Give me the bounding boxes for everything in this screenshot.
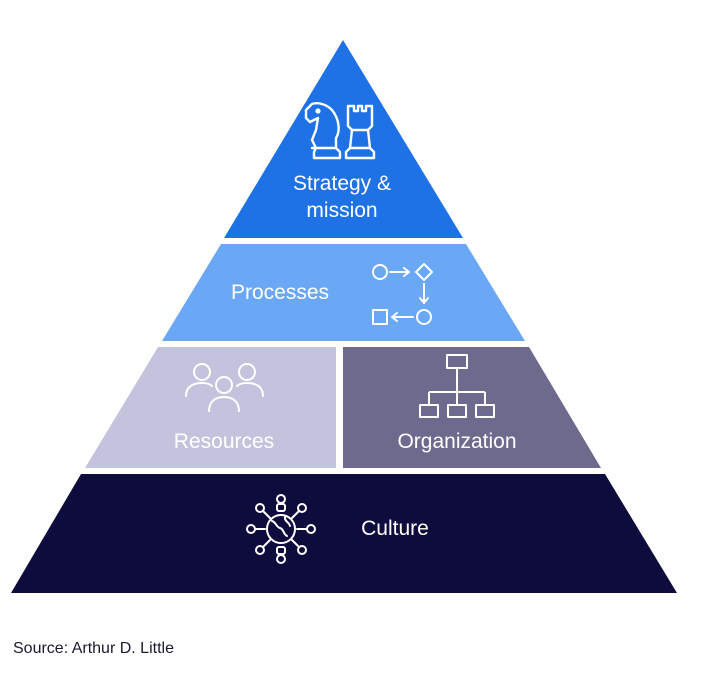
label-strategy: Strategy & mission [292,172,392,222]
tier-strategy [224,40,463,238]
people-group-icon [185,363,264,412]
label-processes: Processes [230,281,330,304]
global-people-icon [246,494,316,564]
tier-resources [85,347,336,468]
label-culture: Culture [361,517,429,540]
tier-culture [11,474,677,593]
process-flow-icon [372,263,433,325]
source-note: Source: Arthur D. Little [13,640,174,657]
label-resources: Resources [173,430,275,453]
label-organization: Organization [397,430,517,453]
org-chart-icon [419,354,495,418]
tier-processes [162,244,525,341]
chess-knight-rook-icon [304,102,376,160]
tier-organization [343,347,601,468]
